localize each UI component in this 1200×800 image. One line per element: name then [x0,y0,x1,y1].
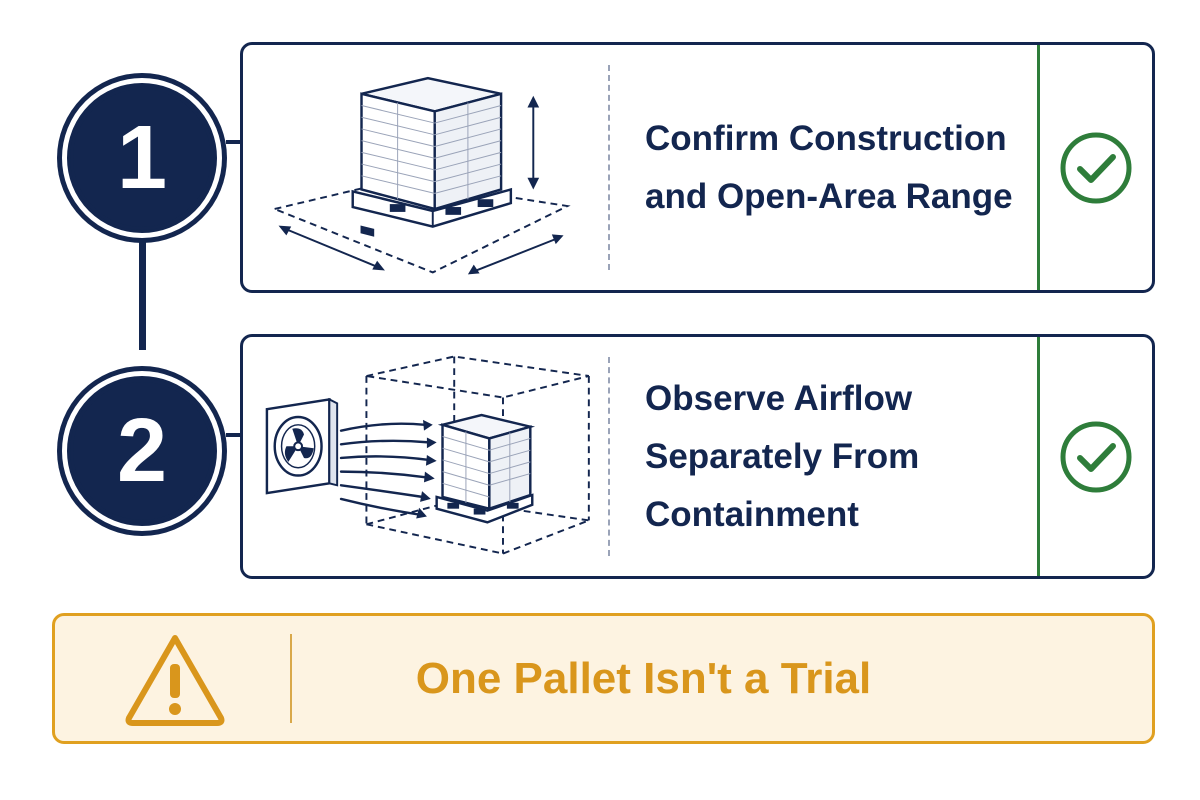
card-divider [608,65,610,270]
step-1-badge: 1 [57,73,227,243]
step-1-status-panel [1037,45,1152,290]
step-2-title: Observe Airflow Separately From Containm… [645,378,920,534]
step-connector-line [139,230,146,350]
warning-banner: One Pallet Isn't a Trial [52,613,1155,744]
warning-triangle-icon [125,635,225,726]
step-2-status-panel [1037,337,1152,576]
step-2-badge: 2 [57,366,227,536]
step-2-connector-tick [226,433,240,437]
step-1-number: 1 [116,108,168,208]
fan-airflow-pallet-icon [265,355,590,555]
step-1-card: Confirm Construction and Open-Area Range [240,42,1155,293]
step-2-number: 2 [116,401,168,501]
warning-divider [290,634,292,723]
check-circle-icon [1060,421,1132,492]
pallet-dimension-icon [271,76,571,275]
step-1-title: Confirm Construction and Open-Area Range [645,118,1013,216]
card-divider [608,357,610,556]
check-circle-icon [1060,132,1132,203]
step-2-card: Observe Airflow Separately From Containm… [240,334,1155,579]
step-1-connector-tick [226,140,240,144]
warning-text: One Pallet Isn't a Trial [415,653,872,703]
